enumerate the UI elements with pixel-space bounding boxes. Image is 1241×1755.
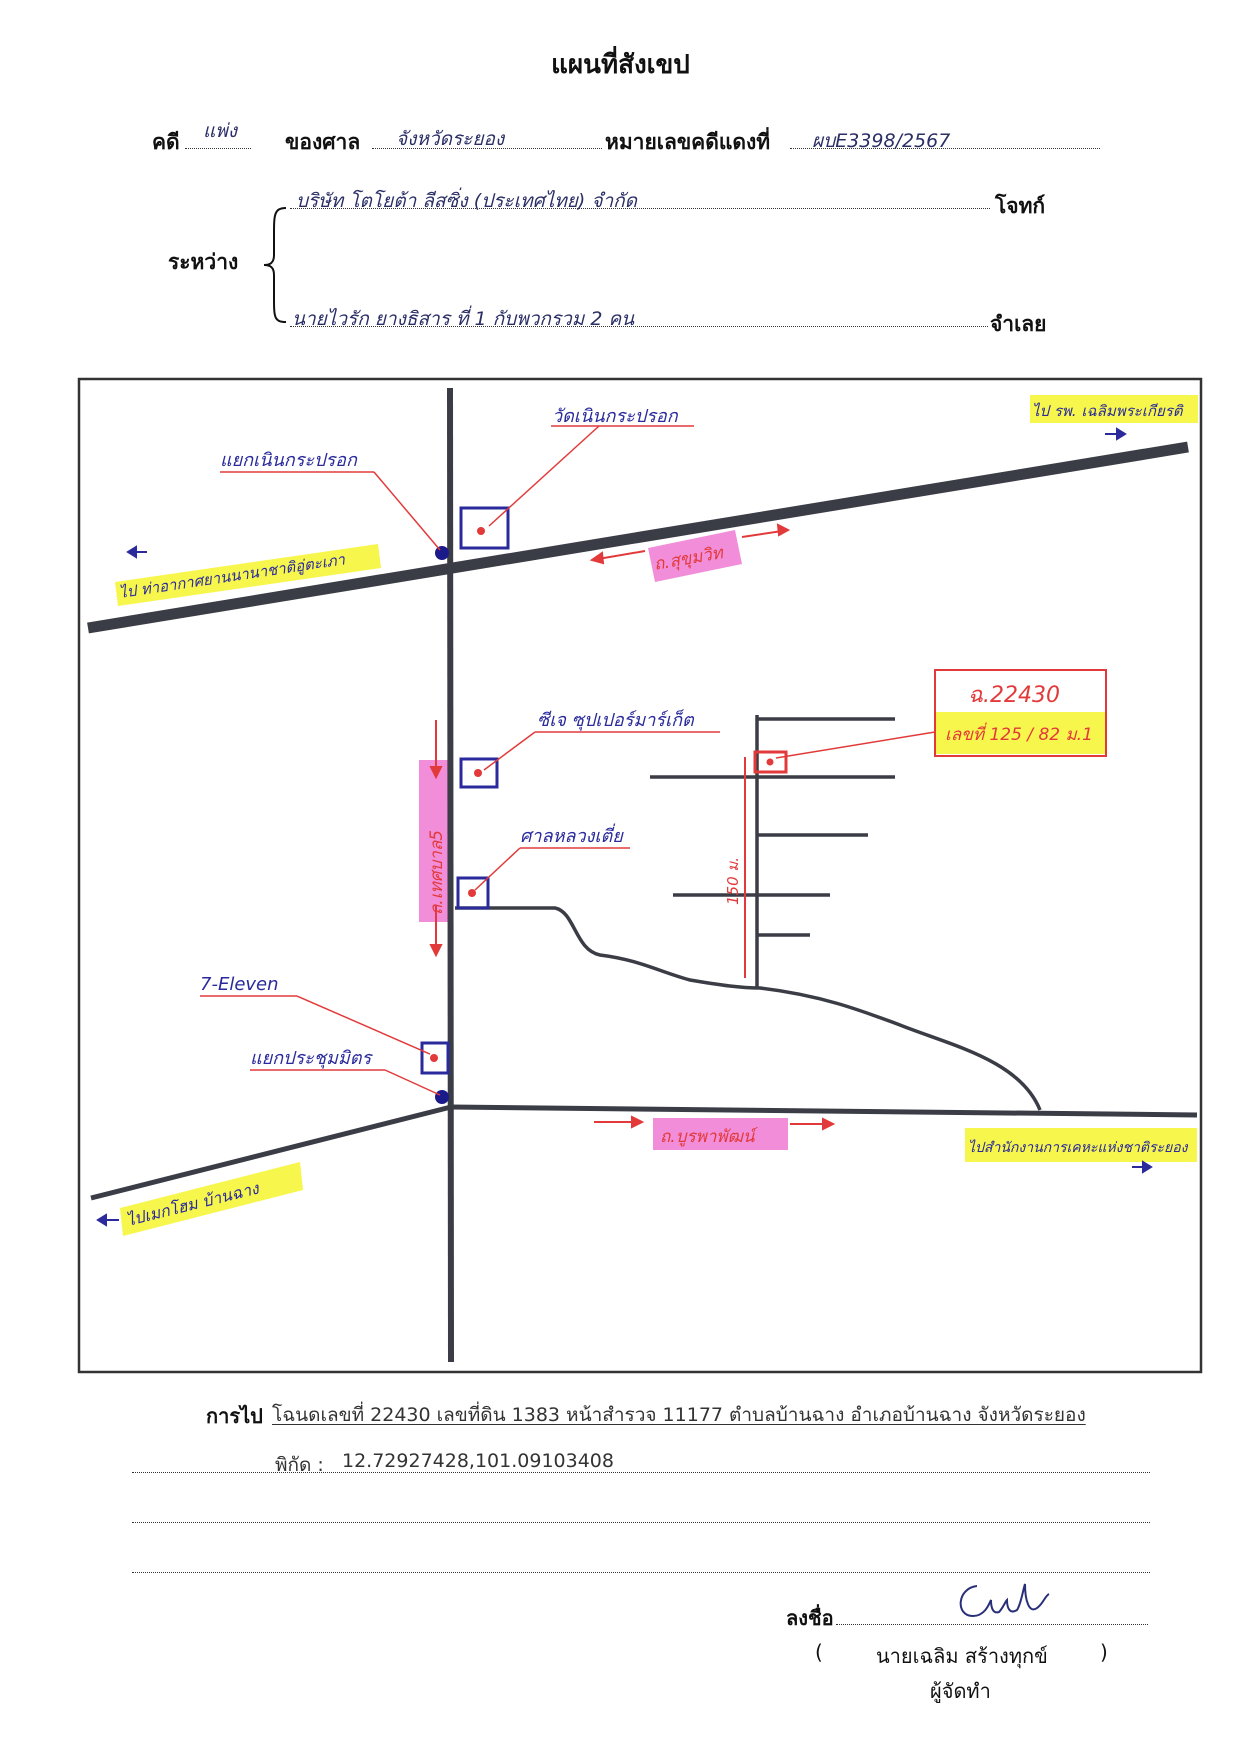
target-address-label: เลขที่ 125 / 82 ม.1 — [945, 722, 1093, 745]
road-southwest — [90, 1104, 452, 1201]
signature — [959, 1583, 1050, 1618]
court-line — [372, 148, 602, 149]
blank-line-1 — [132, 1522, 1150, 1523]
case-number-line — [790, 148, 1100, 149]
plaintiff-value: บริษัท โตโยต้า ลีสซิ่ง (ประเทศไทย) จำกัด — [296, 190, 638, 212]
paren-open: ( — [815, 1640, 823, 1664]
plaintiff-role: โจทก์ — [995, 194, 1046, 218]
junction-bottom-label: แยกประชุมมิตร — [250, 1048, 373, 1069]
defendant-line — [290, 326, 988, 327]
seven-eleven-marker — [420, 1041, 450, 1075]
side-roads — [455, 715, 1042, 1111]
plaintiff-line — [290, 208, 990, 209]
route-label: การไป — [206, 1404, 263, 1428]
case-type-value: แพ่ง — [203, 120, 238, 142]
junction-top-label: แยกเนินกระปรอก — [220, 450, 358, 471]
soi-curve — [455, 906, 1042, 1111]
case-label: คดี — [152, 130, 180, 154]
seven-eleven-label: 7-Eleven — [200, 974, 279, 995]
to-housing-label: ไปสำนักงานการเคหะแห่งชาติระยอง — [968, 1139, 1189, 1156]
sign-line — [836, 1624, 1148, 1625]
junction-dot-top — [435, 546, 449, 560]
signer-name: นายเฉลิม สร้างทุกข์ — [876, 1644, 1048, 1668]
between-label: ระหว่าง — [168, 250, 239, 274]
supermarket-marker — [459, 757, 499, 789]
paren-close: ) — [1100, 1640, 1108, 1664]
junction-dot-bottom — [435, 1090, 449, 1104]
road-thetsaban — [447, 387, 454, 1363]
shrine-label: ศาลหลวงเตี่ย — [520, 823, 624, 847]
curly-brace — [263, 207, 287, 323]
sign-label: ลงชื่อ — [786, 1606, 834, 1630]
road-thetsaban-label: ถ.เทศบาล5 — [427, 830, 447, 915]
shrine-marker — [456, 876, 490, 910]
temple-marker — [459, 506, 510, 550]
coords-label: พิกัด : — [275, 1454, 324, 1476]
court-value: จังหวัดระยอง — [396, 128, 505, 150]
target-marker — [753, 750, 788, 774]
defendant-role: จำเลย — [990, 312, 1047, 336]
road-sukhumvit — [87, 441, 1189, 634]
signer-role: ผู้จัดทำ — [930, 1679, 991, 1703]
coords-value: 12.72927428,101.09103408 — [342, 1450, 614, 1472]
road-burapha — [450, 1104, 1198, 1118]
supermarket-label: ซีเจ ซุปเปอร์มาร์เก็ต — [537, 709, 695, 731]
case-type-line — [185, 148, 251, 149]
road-burapha-label: ถ.บูรพาพัฒน์ — [660, 1127, 759, 1147]
distance-label: 150 ม. — [724, 857, 742, 905]
leader-lines — [200, 425, 936, 1096]
blank-line-2 — [132, 1572, 1150, 1573]
to-hospital-label: ไป รพ. เฉลิมพระเกียรติ — [1032, 402, 1185, 420]
direction-arrows — [96, 427, 1153, 1227]
road-arrows — [429, 523, 836, 1131]
target-deed-label: ฉ.22430 — [968, 683, 1060, 708]
case-number-value: ผบE3398/2567 — [812, 130, 951, 152]
court-label: ของศาล — [285, 130, 361, 154]
case-number-label: หมายเลขคดีแดงที่ — [605, 130, 771, 154]
coords-line — [132, 1472, 1150, 1473]
page-title: แผนที่สังเขป — [551, 50, 690, 80]
route-text: โฉนดเลขที่ 22430 เลขที่ดิน 1383 หน้าสำรว… — [272, 1404, 1086, 1426]
target-callout-box — [934, 669, 1107, 757]
temple-label: วัดเนินกระปรอก — [552, 406, 679, 427]
highlights — [115, 395, 1198, 1236]
map-frame — [77, 377, 1203, 1374]
defendant-value: นายไวรัก ยางธิสาร ที่ 1 กับพวกรวม 2 คน — [292, 308, 635, 330]
